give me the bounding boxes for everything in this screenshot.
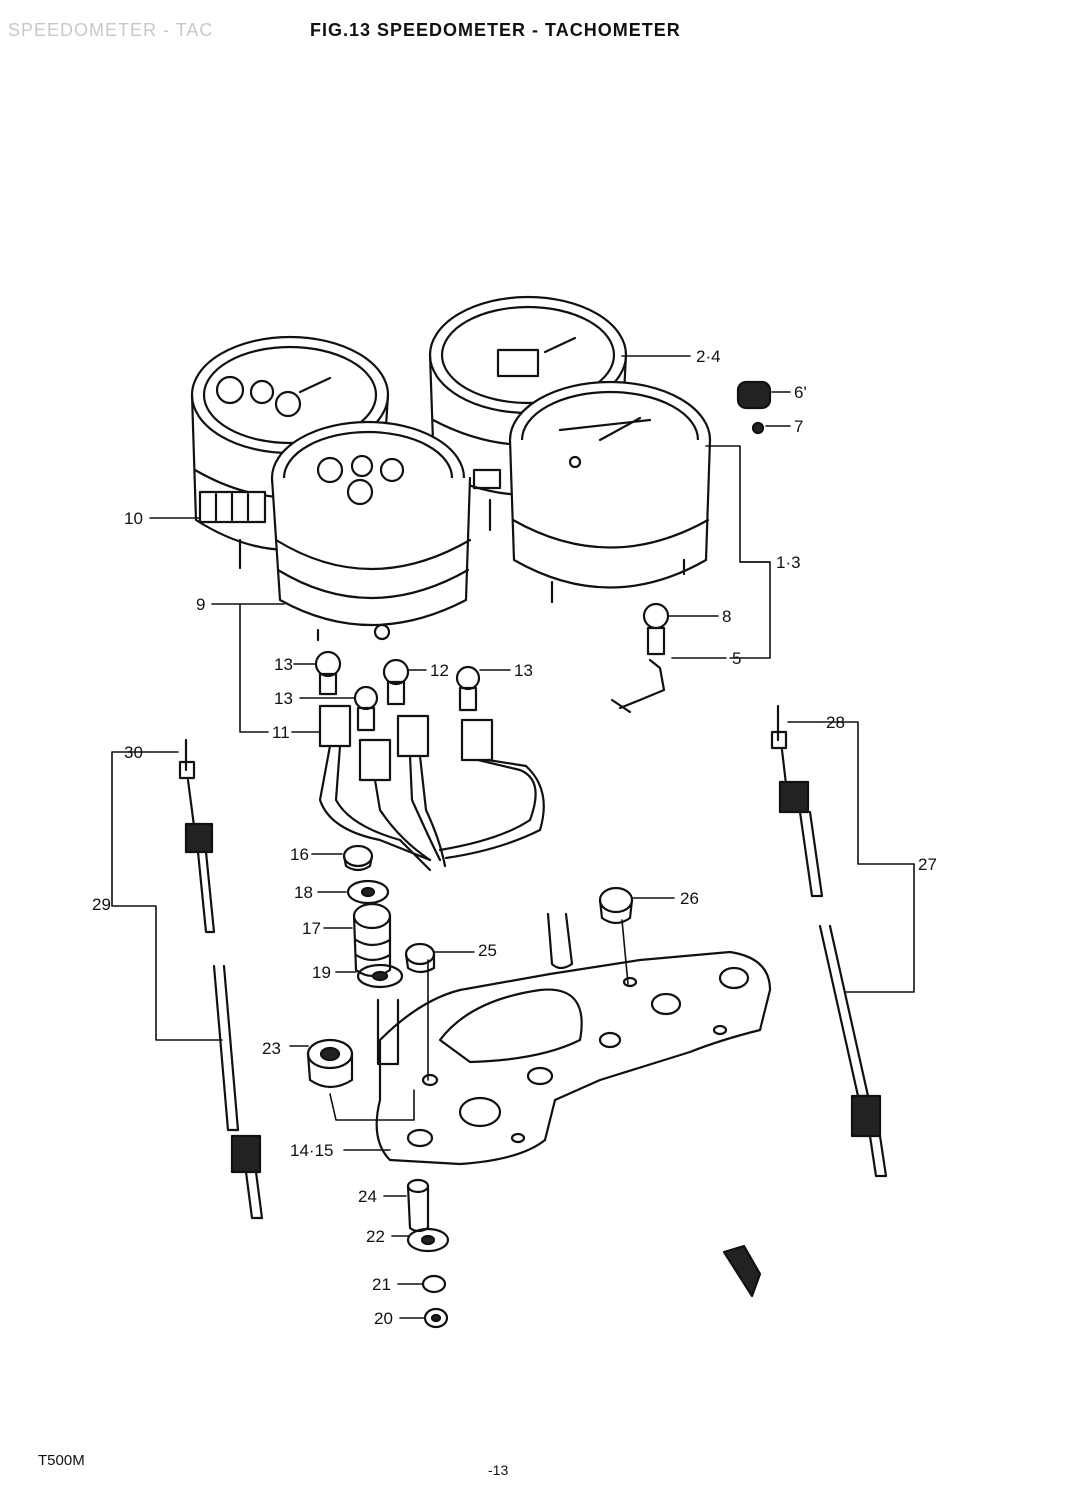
label-20: 20 (374, 1309, 393, 1328)
spacer-24 (406, 1178, 430, 1233)
label-26: 26 (680, 889, 699, 908)
nut-20 (423, 1307, 449, 1329)
cap-25 (404, 942, 436, 974)
label-9: 9 (196, 595, 206, 614)
bulb-13b (455, 665, 481, 712)
label-5: 5 (732, 649, 742, 668)
cable-29-30 (178, 738, 264, 1220)
washer-18 (346, 879, 390, 905)
knob-23 (306, 1038, 354, 1089)
label-11: 11 (272, 723, 290, 742)
gauge-front-right (508, 380, 712, 604)
label-27: 27 (918, 855, 937, 874)
label-21: 21 (372, 1275, 391, 1294)
page-number: -13 (488, 1462, 509, 1478)
grommet-6 (736, 380, 772, 410)
leader-lines (111, 355, 915, 1319)
gauge-front-left (270, 420, 472, 642)
washer-22 (406, 1227, 450, 1253)
label-13c: 13 (274, 689, 293, 708)
label-28: 28 (826, 713, 845, 732)
figure-title: FIG.13 SPEEDOMETER - TACHOMETER (310, 20, 681, 40)
bulb-8 (610, 602, 670, 714)
label-8: 8 (722, 607, 732, 626)
label-17: 17 (302, 919, 321, 938)
label-16: 16 (290, 845, 309, 864)
label-12: 12 (430, 661, 449, 680)
label-6: 6' (794, 383, 807, 402)
cable-27-28 (770, 704, 888, 1178)
label-22: 22 (366, 1227, 385, 1246)
bulb-12 (382, 658, 410, 706)
label-19: 19 (312, 963, 331, 982)
label-29: 29 (92, 895, 111, 914)
label-24: 24 (358, 1187, 377, 1206)
label-13a: 13 (274, 655, 293, 674)
wiring-harness-11 (318, 704, 545, 872)
label-7: 7 (794, 417, 804, 436)
label-10: 10 (124, 509, 143, 528)
nut-21 (421, 1274, 447, 1294)
bracket-14-15 (375, 950, 772, 1166)
label-23: 23 (262, 1039, 281, 1058)
washer-19 (356, 963, 404, 989)
label-30: 30 (124, 743, 143, 762)
label-18: 18 (294, 883, 313, 902)
label-1-3: 1·3 (776, 553, 801, 572)
label-14-15: 14·15 (290, 1141, 334, 1160)
bulb-13c (353, 685, 379, 732)
cap-26 (598, 886, 634, 925)
nut-16 (342, 844, 374, 872)
front-arrow-mark (722, 1244, 762, 1298)
label-13b: 13 (514, 661, 533, 680)
ghost-title: SPEEDOMETER - TAC (8, 20, 214, 40)
stud (546, 912, 574, 970)
model-code: T500M (38, 1452, 85, 1469)
screw-7 (751, 421, 765, 435)
label-2-4: 2·4 (696, 347, 721, 366)
label-25: 25 (478, 941, 497, 960)
threaded-rod (376, 998, 400, 1066)
bulb-13a (314, 650, 342, 696)
